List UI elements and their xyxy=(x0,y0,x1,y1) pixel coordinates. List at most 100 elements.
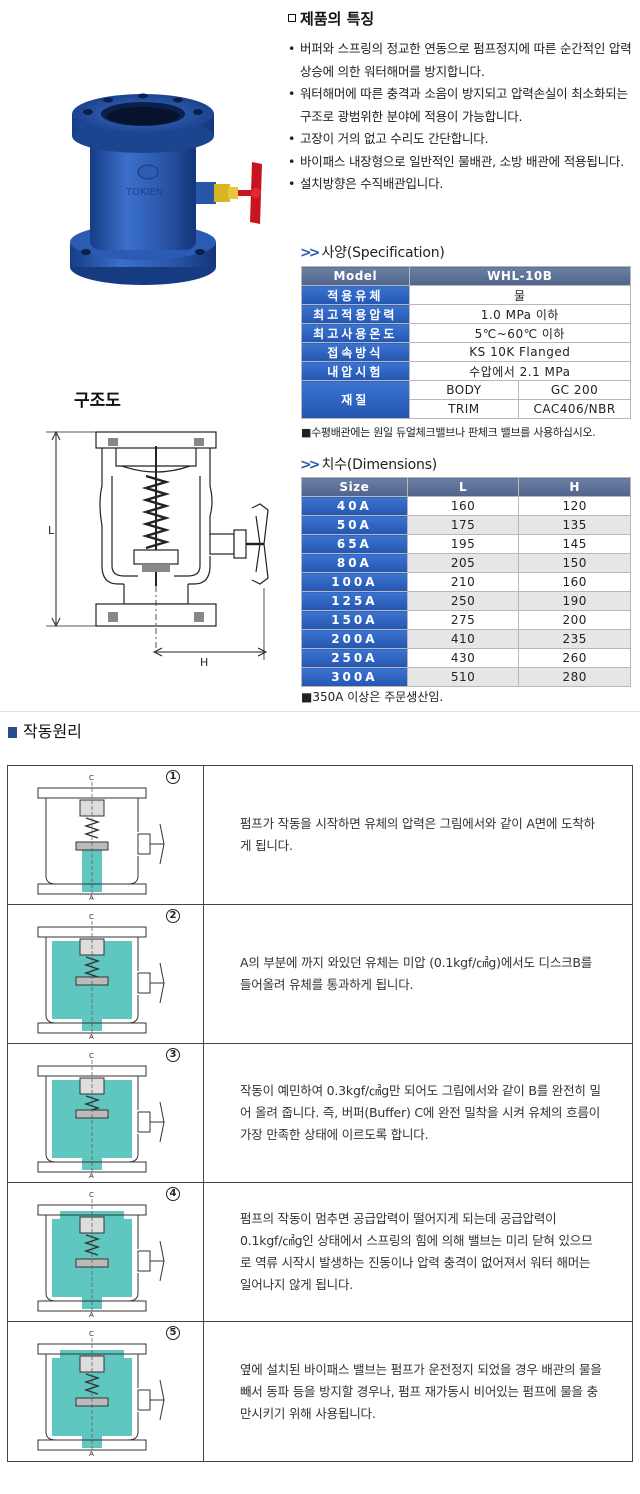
label-a: A xyxy=(89,1172,94,1178)
step-number: 3 xyxy=(166,1048,180,1062)
structure-title: 구조도 xyxy=(74,391,121,411)
spec-row-value: 5℃~60℃ 이하 xyxy=(408,323,632,343)
bypass-handle xyxy=(150,1101,165,1143)
spec-row-label: 최고적용압력 xyxy=(301,304,410,324)
dims-l: 510 xyxy=(406,667,520,687)
step-number: 4 xyxy=(166,1187,180,1201)
dims-l: 275 xyxy=(406,610,520,630)
dims-size: 100A xyxy=(301,572,408,592)
dims-l: 410 xyxy=(406,629,520,649)
dims-size: 80A xyxy=(301,553,408,573)
square-bullet-icon xyxy=(8,727,17,738)
spec-model-label: Model xyxy=(301,266,410,286)
dims-l: 175 xyxy=(406,515,520,535)
dims-size: 300A xyxy=(301,667,408,687)
dims-h: 200 xyxy=(518,610,631,630)
bypass-handle xyxy=(150,1379,165,1421)
spec-row-value: KS 10K Flanged xyxy=(408,342,632,362)
spec-model-value: WHL-10B xyxy=(408,266,632,286)
body-right-wall xyxy=(106,798,139,885)
label-a: A xyxy=(89,894,94,900)
dims-size: 250A xyxy=(301,648,408,668)
dims-h: 235 xyxy=(518,629,631,649)
bypass-handle xyxy=(150,962,165,1004)
bypass-port xyxy=(137,1250,151,1272)
dim-h-label: H xyxy=(200,656,208,669)
feature-item: 워터해머에 따른 충격과 소음이 방지되고 압력손실이 최소화되는 구조로 광범… xyxy=(288,83,634,128)
dims-col-header: L xyxy=(406,477,520,497)
spec-row-label: 적용유체 xyxy=(301,285,410,305)
label-c: C xyxy=(89,1052,94,1060)
dim-l-label: L xyxy=(48,524,55,537)
dims-header: >>치수(Dimensions) xyxy=(300,457,438,473)
features-list: 버퍼와 스프링의 정교한 연동으로 펌프정지에 따른 순간적인 압력상승에 의한… xyxy=(288,38,634,196)
dims-size: 40A xyxy=(301,496,408,516)
spec-row-value: 물 xyxy=(408,285,632,305)
feature-item: 설치방향은 수직배관입니다. xyxy=(288,173,634,196)
bypass-port xyxy=(137,1111,151,1133)
step-number: 1 xyxy=(166,770,180,784)
spec-row-label: 내압시험 xyxy=(301,361,410,381)
dims-h: 260 xyxy=(518,648,631,668)
spec-row-value: 1.0 MPa 이하 xyxy=(408,304,632,324)
feature-item: 바이패스 내장형으로 일반적인 물배관, 소방 배관에 적용됩니다. xyxy=(288,151,634,174)
spec-header: >>사양(Specification) xyxy=(300,245,445,261)
operation-step-text: 작동이 예민하여 0.3kgf/㎠g만 되어도 그림에서와 같이 B를 완전히 … xyxy=(240,1083,601,1142)
spec-note: ■수평배관에는 원일 듀얼체크밸브나 판체크 밸브를 사용하십시오. xyxy=(301,426,596,439)
valve-plate-text: TOKIEN xyxy=(125,187,163,198)
fluid-region xyxy=(82,850,102,892)
dims-h: 160 xyxy=(518,572,631,592)
dims-l: 205 xyxy=(406,553,520,573)
spec-row-label: 최고사용온도 xyxy=(301,323,410,343)
operation-step: 1 C A 펌프가 작동을 시작하면 유체의 압력은 그림에서와 같이 A면에 도… xyxy=(8,766,632,905)
body-left-wall xyxy=(45,798,78,885)
operation-diagram-cell: 1 C A xyxy=(8,766,204,904)
fluid-region xyxy=(52,1080,132,1170)
operation-diagram: CA xyxy=(37,1052,165,1178)
bypass-handle xyxy=(150,823,165,865)
dims-size: 50A xyxy=(301,515,408,535)
bypass-port xyxy=(137,972,151,994)
step-number: 2 xyxy=(166,909,180,923)
bypass-port xyxy=(137,1389,151,1411)
operation-step-text: A의 부분에 까지 와있던 유체는 미압 (0.1kgf/㎠g)에서도 디스크B… xyxy=(240,955,593,992)
spec-row-label: 접속방식 xyxy=(301,342,410,362)
spec-material-part: BODY xyxy=(408,380,520,400)
spec-material-value: CAC406/NBR xyxy=(518,399,631,419)
label-a: A xyxy=(89,1033,94,1039)
dims-col-header: H xyxy=(518,477,631,497)
label-c: C xyxy=(89,1191,94,1199)
dims-l: 210 xyxy=(406,572,520,592)
spec-material-value: GC 200 xyxy=(518,380,631,400)
label-c: C xyxy=(89,913,94,921)
step-number: 5 xyxy=(166,1326,180,1340)
section-divider xyxy=(0,711,640,712)
label-c: C xyxy=(89,774,94,782)
spec-material-label: 재질 xyxy=(301,380,410,419)
dims-h: 145 xyxy=(518,534,631,554)
operation-diagram: CA xyxy=(37,1191,165,1317)
spec-row-value: 수압에서 2.1 MPa xyxy=(408,361,632,381)
operation-diagram: CA xyxy=(37,913,165,1039)
operation-step-text: 펌프가 작동을 시작하면 유체의 압력은 그림에서와 같이 A면에 도착하게 됩… xyxy=(240,816,595,853)
dims-h: 190 xyxy=(518,591,631,611)
structure-drawing: L H xyxy=(46,430,269,669)
label-a: A xyxy=(89,1450,94,1456)
dims-h: 120 xyxy=(518,496,631,516)
dims-note: ■350A 이상은 주문생산임. xyxy=(301,690,444,704)
